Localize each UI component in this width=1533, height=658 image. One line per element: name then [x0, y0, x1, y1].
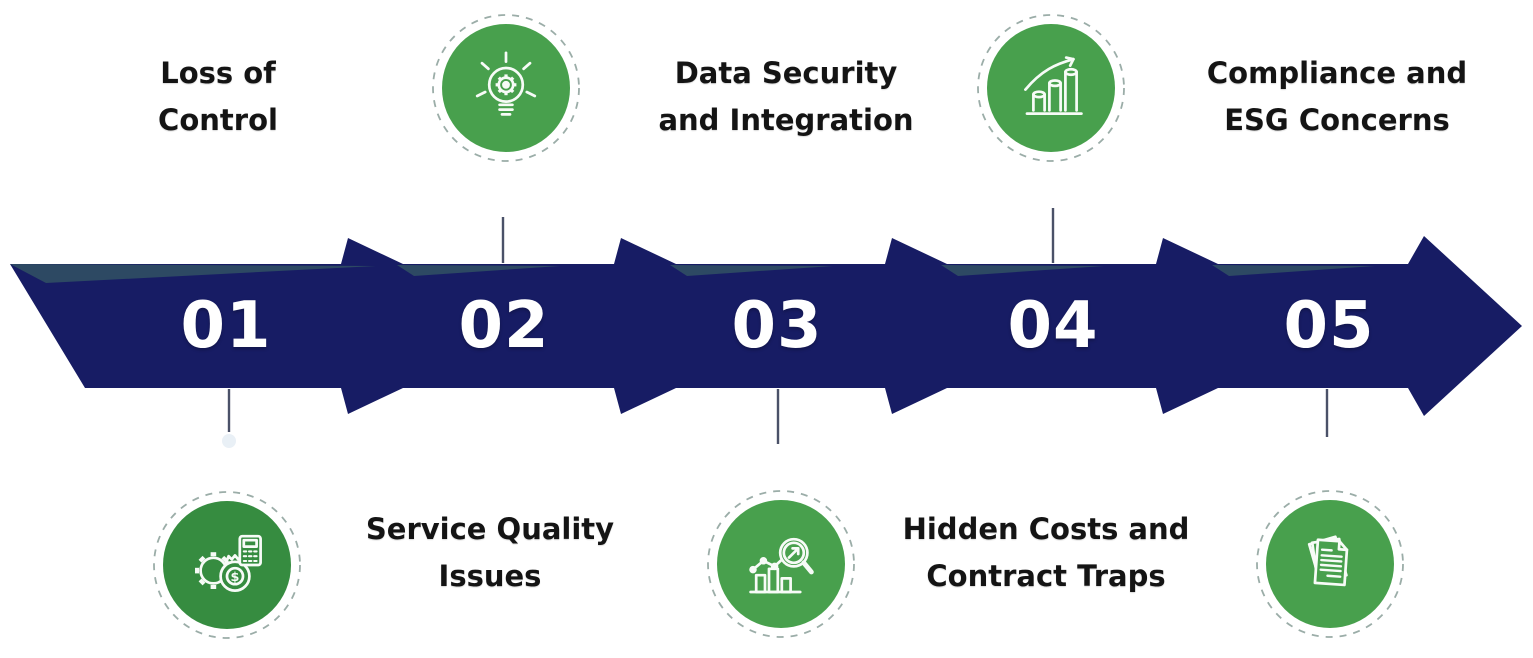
step-title-5: Compliance and ESG Concerns [1137, 50, 1533, 144]
step-title-2-line2: Issues [438, 559, 542, 593]
step-number-3: 03 [731, 289, 823, 363]
arrow-shadow-wedge [397, 265, 560, 276]
step-title-3-line1: Data Security [674, 56, 898, 90]
step-title-5-line1: Compliance and [1206, 56, 1468, 90]
step-title-3-line2: and Integration [658, 103, 914, 137]
step-title-4: Hidden Costs and Contract Traps [846, 506, 1246, 600]
step-title-2-line1: Service Quality [365, 512, 615, 546]
timeline-arrow-shape [10, 236, 1522, 416]
step-number-2: 02 [458, 289, 550, 363]
step-title-2: Service Quality Issues [290, 506, 690, 600]
step-title-5-line2: ESG Concerns [1224, 103, 1450, 137]
connector-dot-step1 [222, 434, 236, 448]
svg-text:$: $ [231, 570, 240, 585]
arrow-shadow-wedge [1212, 265, 1375, 276]
arrow-shadow-wedge [670, 265, 833, 276]
chart-magnifier-icon [705, 488, 857, 640]
arrow-shadow-wedge [941, 265, 1104, 276]
gear-money-calculator-icon: $ [151, 489, 303, 641]
step-number-1: 01 [180, 289, 272, 363]
idea-bulb-gear-icon [430, 12, 582, 164]
step-title-3: Data Security and Integration [586, 50, 986, 144]
documents-stack-icon [1254, 488, 1406, 640]
step-number-4: 04 [1007, 289, 1099, 363]
step-title-4-line2: Contract Traps [926, 559, 1166, 593]
step-title-4-line1: Hidden Costs and [902, 512, 1190, 546]
step-title-1-line2: Control [158, 103, 278, 137]
step-number-5: 05 [1283, 289, 1375, 363]
growth-bars-arrow-icon [975, 12, 1127, 164]
step-title-1-line1: Loss of [160, 56, 276, 90]
arrow-shadow-wedge [10, 264, 376, 283]
step-title-1: Loss of Control [18, 50, 418, 144]
